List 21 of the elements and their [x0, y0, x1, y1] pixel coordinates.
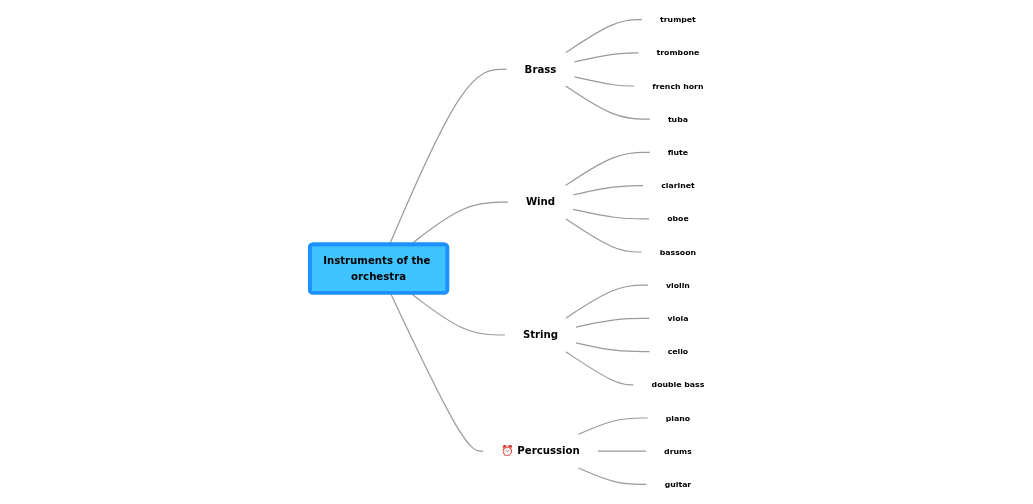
node-text: ⏰ Percussion — [501, 444, 581, 457]
connector — [575, 317, 651, 328]
connector — [390, 292, 485, 452]
connector — [577, 417, 649, 436]
connector — [410, 292, 507, 336]
connector — [574, 76, 636, 87]
connector — [565, 19, 644, 54]
connector — [575, 342, 651, 353]
connector — [565, 85, 652, 120]
connector — [572, 208, 651, 220]
connector — [565, 151, 651, 187]
connector — [565, 284, 650, 319]
connector — [577, 467, 648, 485]
connector — [565, 351, 635, 386]
connector — [574, 52, 640, 63]
node-text: String — [523, 328, 559, 341]
connector — [597, 450, 648, 452]
node-text: Brass — [525, 62, 557, 75]
connector — [565, 218, 643, 253]
node-text: Wind — [526, 195, 556, 208]
connector — [572, 185, 645, 196]
